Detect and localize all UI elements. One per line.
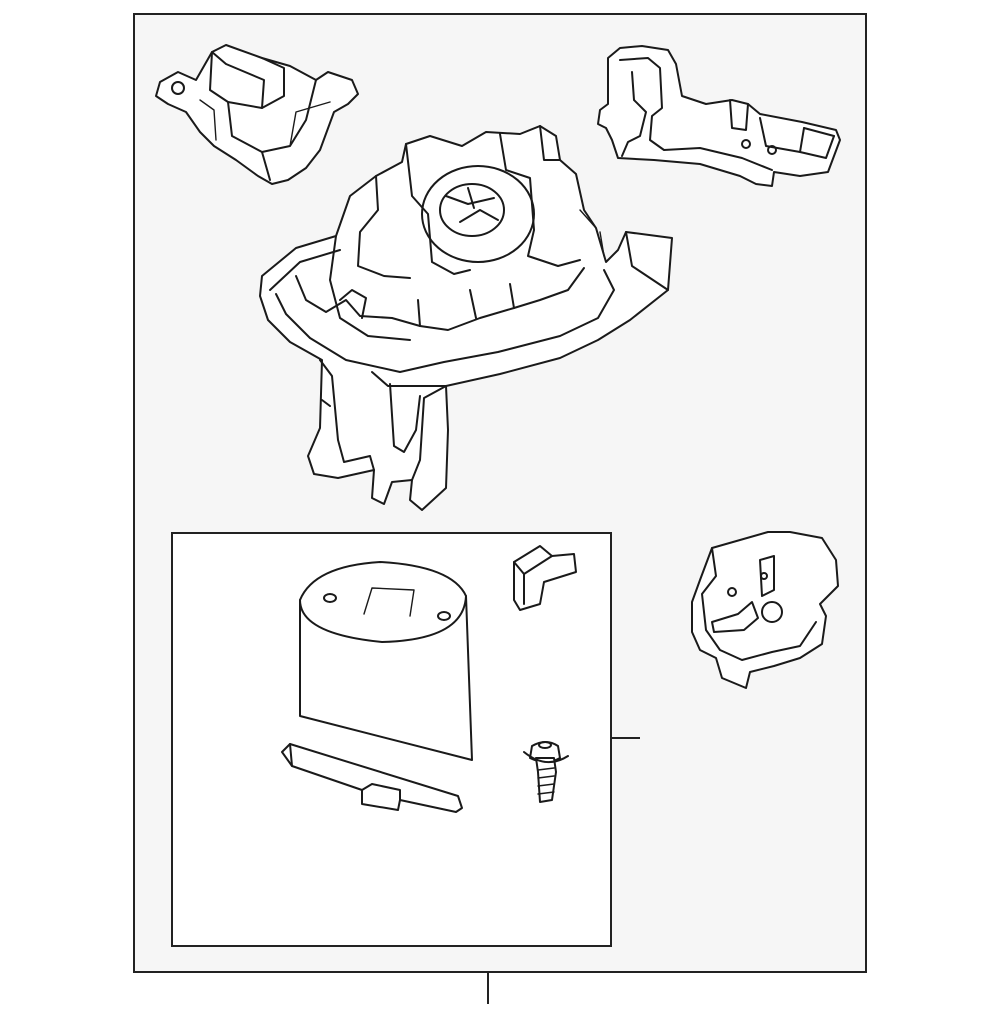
cover-cap-part bbox=[299, 561, 473, 761]
seal-strip-part bbox=[281, 743, 463, 813]
small-clip-part bbox=[513, 545, 577, 611]
screw-part bbox=[523, 741, 569, 803]
mirror-base-housing-part bbox=[259, 125, 673, 511]
gasket-pad-part bbox=[691, 531, 839, 689]
motor-mount-part bbox=[155, 44, 359, 185]
bracket-plate-part bbox=[597, 45, 841, 187]
